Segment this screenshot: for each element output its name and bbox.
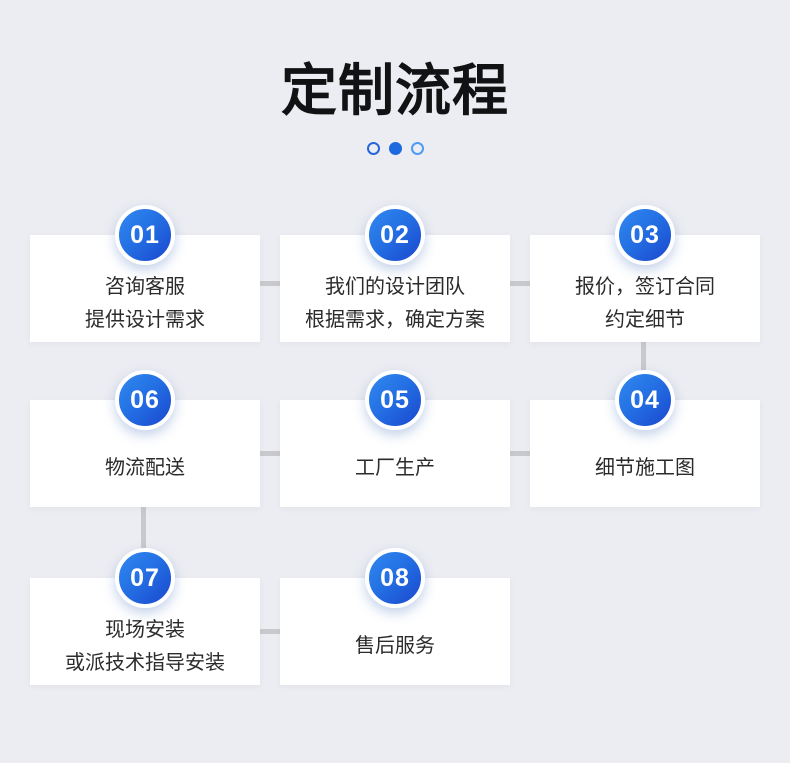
step-card-1: 01 咨询客服 提供设计需求: [30, 205, 260, 342]
step-2-number-badge: 02: [365, 205, 425, 265]
step-description: 工厂生产: [280, 430, 510, 507]
step-number: 01: [130, 220, 160, 249]
carousel-dot[interactable]: [410, 142, 424, 155]
step-text-line: 提供设计需求: [85, 308, 205, 331]
step-text-line: 或派技术指导安装: [65, 651, 225, 674]
step-5-number-badge: 05: [365, 370, 425, 430]
step-8-number-badge: 08: [365, 548, 425, 608]
step-card-7: 07 现场安装 或派技术指导安装: [30, 548, 260, 685]
step-number: 06: [130, 385, 160, 414]
step-card-8: 08 售后服务: [280, 548, 510, 685]
step-card-3: 03 报价，签订合同 约定细节: [530, 205, 760, 342]
step-4-number-badge: 04: [615, 370, 675, 430]
step-card-6: 06 物流配送: [30, 370, 260, 507]
step-number: 02: [380, 220, 410, 249]
step-card-2: 02 我们的设计团队 根据需求，确定方案: [280, 205, 510, 342]
connector-step6-step7: [141, 505, 146, 551]
step-number: 05: [380, 385, 410, 414]
connector-step1-step2: [260, 281, 280, 286]
step-number: 03: [630, 220, 660, 249]
connector-step5-step6: [260, 451, 280, 456]
step-text-line: 售后服务: [355, 635, 435, 657]
step-text-line: 报价，签订合同: [575, 275, 715, 298]
step-description: 细节施工图: [530, 430, 760, 507]
step-number: 08: [380, 563, 410, 592]
step-text-line: 现场安装: [105, 618, 185, 641]
step-1-number-badge: 01: [115, 205, 175, 265]
step-7-number-badge: 07: [115, 548, 175, 608]
step-card-5: 05 工厂生产: [280, 370, 510, 507]
step-card-4: 04 细节施工图: [530, 370, 760, 507]
step-description: 我们的设计团队 根据需求，确定方案: [280, 265, 510, 342]
step-description: 物流配送: [30, 430, 260, 507]
step-number: 04: [630, 385, 660, 414]
step-description: 现场安装 或派技术指导安装: [30, 608, 260, 685]
step-text-line: 根据需求，确定方案: [305, 308, 485, 331]
connector-step4-step5: [510, 451, 530, 456]
connector-step2-step3: [510, 281, 530, 286]
step-text-line: 我们的设计团队: [325, 275, 465, 298]
step-text-line: 咨询客服: [105, 275, 185, 298]
step-3-number-badge: 03: [615, 205, 675, 265]
carousel-dots: [0, 142, 790, 155]
step-text-line: 约定细节: [605, 308, 685, 331]
step-description: 报价，签订合同 约定细节: [530, 265, 760, 342]
carousel-dot-active[interactable]: [388, 142, 402, 155]
step-text-line: 工厂生产: [355, 457, 435, 479]
step-number: 07: [130, 563, 160, 592]
step-description: 售后服务: [280, 608, 510, 685]
step-text-line: 细节施工图: [595, 457, 695, 479]
step-text-line: 物流配送: [105, 457, 185, 479]
connector-step3-step4: [641, 340, 646, 378]
connector-step7-step8: [260, 629, 280, 634]
section-title: 定制流程: [281, 59, 509, 122]
step-description: 咨询客服 提供设计需求: [30, 265, 260, 342]
carousel-dot[interactable]: [366, 142, 380, 155]
step-6-number-badge: 06: [115, 370, 175, 430]
